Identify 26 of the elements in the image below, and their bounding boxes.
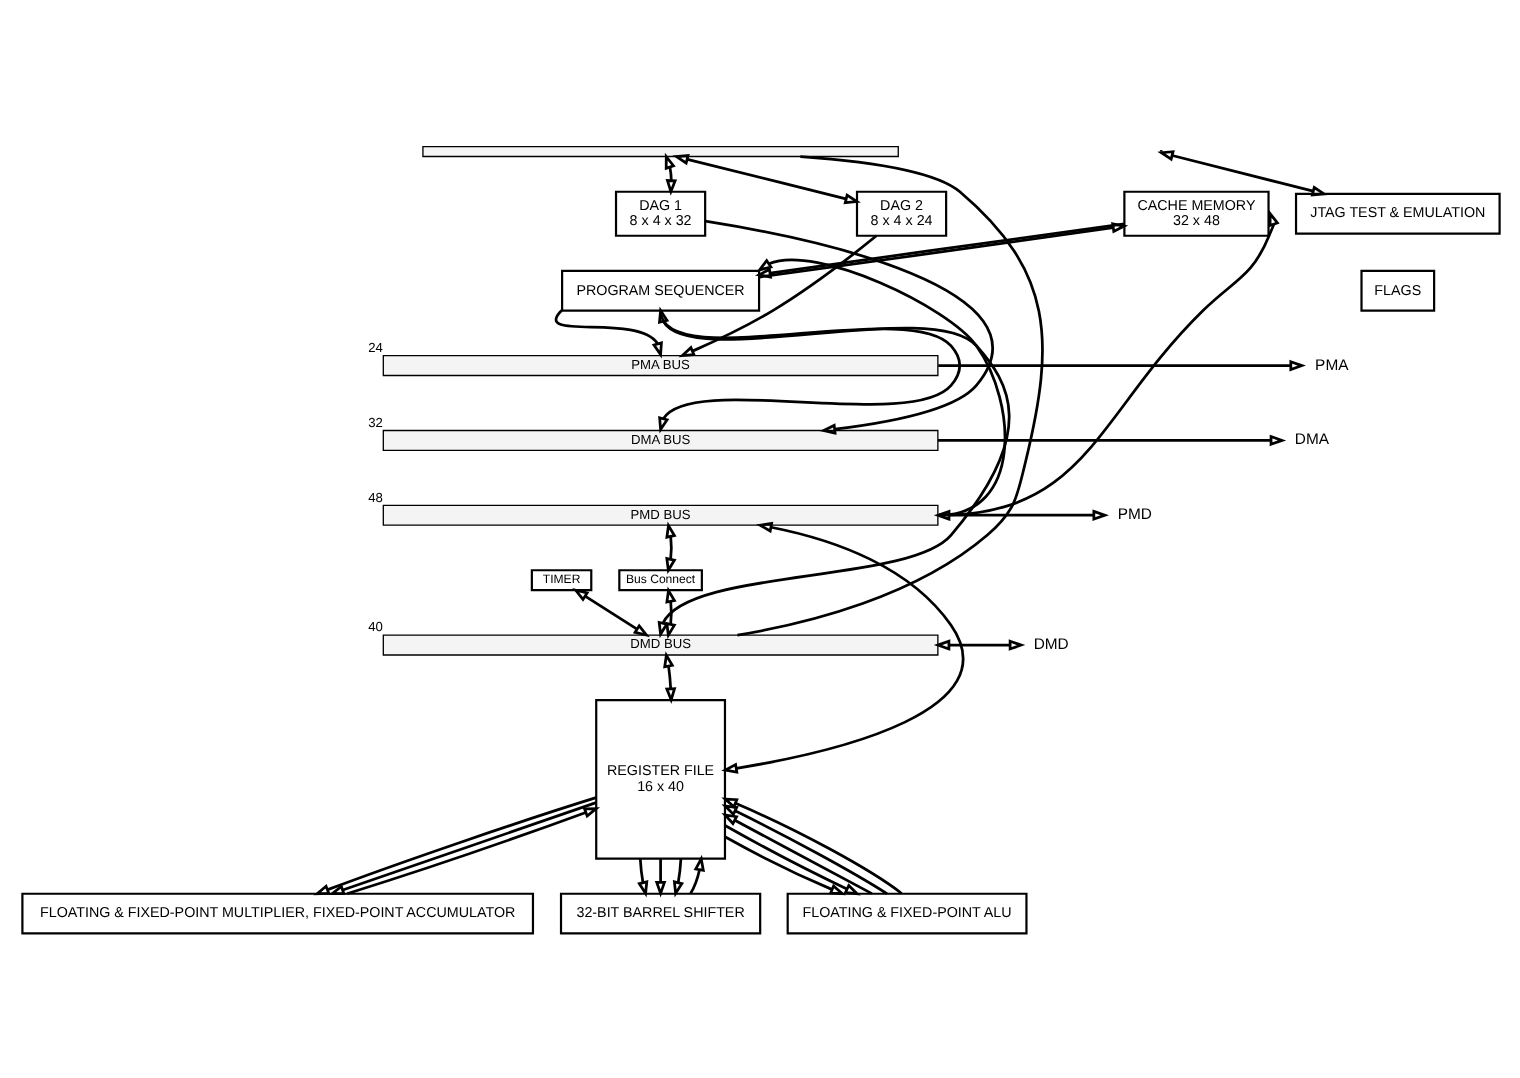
arrow: [671, 152, 860, 204]
arrow: [723, 834, 846, 895]
arrow: [704, 218, 993, 434]
arrow: [932, 638, 1025, 650]
node-bar: [421, 144, 898, 157]
arrow: [554, 308, 662, 358]
arrow: [656, 305, 1010, 638]
arrow: [720, 811, 872, 894]
arrow: [688, 853, 704, 894]
arrow: [932, 508, 1108, 521]
arrow: [671, 857, 684, 897]
arrow: [664, 520, 676, 574]
arrow: [571, 587, 649, 637]
arrow: [723, 823, 860, 895]
arrow: [937, 208, 1279, 516]
arrow: [657, 309, 961, 433]
arrow: [653, 857, 666, 897]
arrow: [664, 585, 676, 639]
arrow: [720, 520, 963, 773]
arrow: [662, 650, 676, 704]
arrow: [937, 358, 1305, 371]
arrow: [936, 433, 1286, 446]
arrow: [677, 233, 877, 357]
arrow: [636, 857, 648, 897]
arrow: [755, 257, 1006, 516]
connector: [736, 154, 1043, 636]
